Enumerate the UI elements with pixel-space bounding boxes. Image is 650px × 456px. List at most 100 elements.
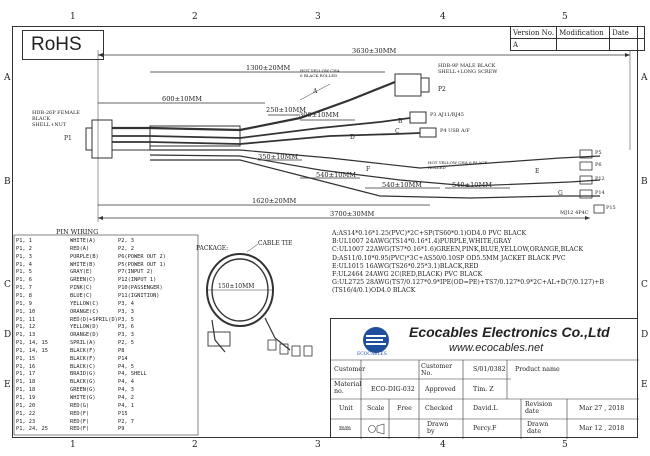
grid-row-e-right: E — [641, 380, 648, 390]
pin-wiring-cell: P1, 12 — [16, 324, 36, 331]
pin-wiring-cell: P3, 5 — [118, 316, 134, 323]
dim-300: 300±10MM — [299, 111, 340, 119]
pin-wiring-cell: P9 — [118, 426, 125, 433]
pin-wiring-cell: PURPLE(B) — [70, 253, 99, 260]
dim-540c: 540±10MM — [452, 181, 493, 189]
dim-1300: 1300±20MM — [246, 64, 291, 72]
grid-row-e: E — [4, 380, 11, 390]
product-name-label: Product name — [515, 366, 560, 373]
pin-wiring-cell: YELLOW(D) — [70, 324, 99, 331]
p1-shell — [85, 127, 93, 151]
pin-wiring-cell: P3, 3 — [118, 308, 134, 315]
pin-wiring-cell: WHITE(A) — [70, 238, 96, 244]
wire-spec-line: G:UL2725 28AWG(TS7/0.127*0.9*IPE(OD=PE)+… — [332, 279, 605, 287]
pin-wiring-cell: BLACK(F) — [70, 355, 96, 362]
pin-wiring-cell: P1, 18 — [16, 379, 36, 386]
drawn-by-value: Percy.F — [473, 425, 497, 432]
grid-row-d-right: D — [641, 330, 649, 340]
pin-wiring-cell: SPRIL(A) — [70, 340, 96, 347]
wire-spec-line: C:UL1007 22AWG(TS7*0.16*1.6)GREEN,PINK,B… — [332, 246, 584, 254]
pin-wiring-cell: RED(F) — [70, 418, 90, 425]
cable-branch-p5 — [150, 149, 601, 169]
pin-wiring-cell: GRAY(E) — [70, 269, 93, 276]
cable-letter-f: F — [366, 166, 371, 173]
rohs-badge: RoHS — [22, 30, 104, 60]
pin-wiring-cell: P7(INPUT 2) — [118, 269, 154, 276]
p12-terminal — [579, 175, 593, 185]
pin-wiring-cell: P4, SHELL — [118, 371, 147, 378]
grid-col-3: 3 — [315, 12, 321, 22]
dim-540b: 540±10MM — [382, 181, 423, 189]
title-block-grid — [331, 359, 639, 439]
scale-value: Free — [397, 405, 412, 412]
p2-connector — [394, 73, 422, 97]
cable-branch-p4 — [112, 132, 421, 145]
grid-row-a: A — [4, 73, 11, 83]
scale-label: Scale — [367, 405, 385, 412]
title-block: ECOCABLES Ecocables Electronics Co.,Ltd … — [330, 318, 639, 439]
pin-wiring-cell: RED(A) — [70, 245, 90, 252]
company-name: Ecocables Electronics Co.,Ltd — [409, 324, 610, 340]
f-note: HOT YELLOW CHA 6 BLACK ROLLED — [428, 160, 488, 170]
version-value: A — [509, 38, 558, 51]
dim-overall-bottom: 3700±30MM — [330, 210, 375, 218]
pin-wiring-cell: P3, 6 — [118, 324, 134, 331]
revision-label: Revision date — [525, 401, 553, 415]
p1-description: HDB-26P FEMALE BLACK SHELL+NUT — [32, 110, 80, 128]
grid-row-b-right: B — [641, 177, 648, 187]
pin-wiring-cell: ORANGE(D) — [70, 332, 99, 339]
pin-wiring-cell: P4, 4 — [118, 379, 134, 386]
pin-wiring-cell: P1, 11 — [16, 316, 36, 323]
grid-col-4: 4 — [440, 12, 446, 22]
grid-col-5: 5 — [562, 12, 568, 22]
material-label: Material no. — [334, 381, 362, 395]
pin-wiring-cell: P1, 18 — [16, 387, 36, 394]
unit-label: Unit — [339, 405, 353, 412]
grid-col-2-bottom: 2 — [192, 440, 198, 450]
p4-connector — [419, 127, 437, 138]
p2-description: HDB-9P MALE BLACK SHELL+LONG SCREW — [438, 63, 498, 75]
pin-wiring-cell: P4, 1 — [118, 402, 134, 409]
cable-letter-e: E — [535, 168, 540, 175]
pin-wiring-cell: P2, 7 — [118, 418, 134, 425]
p15-terminal — [593, 204, 605, 214]
mj12-label: MJ12 4P4C — [560, 210, 589, 216]
pin-wiring-cell: P1, 8 — [16, 292, 32, 299]
approved-label: Approved — [425, 386, 456, 393]
pin-wiring-cell: P1, 1 — [16, 238, 32, 244]
pin-wiring-cell: P3, 4 — [118, 300, 134, 307]
checked-label: Checked — [425, 405, 453, 412]
version-table: Version No. Modification Date A — [509, 26, 646, 51]
checked-value: David.L — [473, 405, 498, 412]
pin-wiring-cell: P8 — [118, 347, 125, 354]
grid-col-1-bottom: 1 — [70, 440, 76, 450]
grid-col-2: 2 — [192, 12, 198, 22]
pin-wiring-cell: P1, 6 — [16, 277, 32, 284]
pin-wiring-cell: RED(D)+SPRIL(D) — [70, 316, 118, 323]
company-url[interactable]: www.ecocables.net — [449, 342, 544, 354]
pin-wiring-cell: P4, 2 — [118, 395, 134, 401]
pin-wiring-cell: BLACK(F) — [70, 347, 96, 354]
projection-symbol-icon — [368, 423, 385, 435]
p5-label: P5 — [595, 150, 602, 156]
dim-600: 600±10MM — [162, 95, 203, 103]
pin-wiring-cell: P4, 5 — [118, 363, 134, 370]
p2-label: P2 — [438, 86, 446, 93]
dim-350: 350±10MM — [258, 153, 299, 161]
cable-branch-p12 — [149, 154, 601, 187]
pin-wiring-cell: P1, 16 — [16, 363, 36, 370]
pin-wiring-cell: P1, 4 — [16, 261, 32, 268]
pin-wiring-cell: P1, 20 — [16, 402, 36, 409]
date-value — [609, 38, 646, 51]
grid-col-1: 1 — [70, 12, 76, 22]
cable-letter-c: C — [395, 128, 400, 135]
drawn-by-label: Drawn by — [427, 421, 449, 435]
grid-row-c-right: C — [641, 280, 648, 290]
date-header: Date — [609, 26, 646, 39]
revision-value: Mar 27 , 2018 — [579, 405, 625, 412]
grid-row-b: B — [4, 177, 11, 187]
pin-wiring-cell: P1, 17 — [16, 371, 36, 378]
pin-wiring-cell: P4, 3 — [118, 387, 134, 394]
dim-coil: 150±10MM — [218, 283, 255, 290]
